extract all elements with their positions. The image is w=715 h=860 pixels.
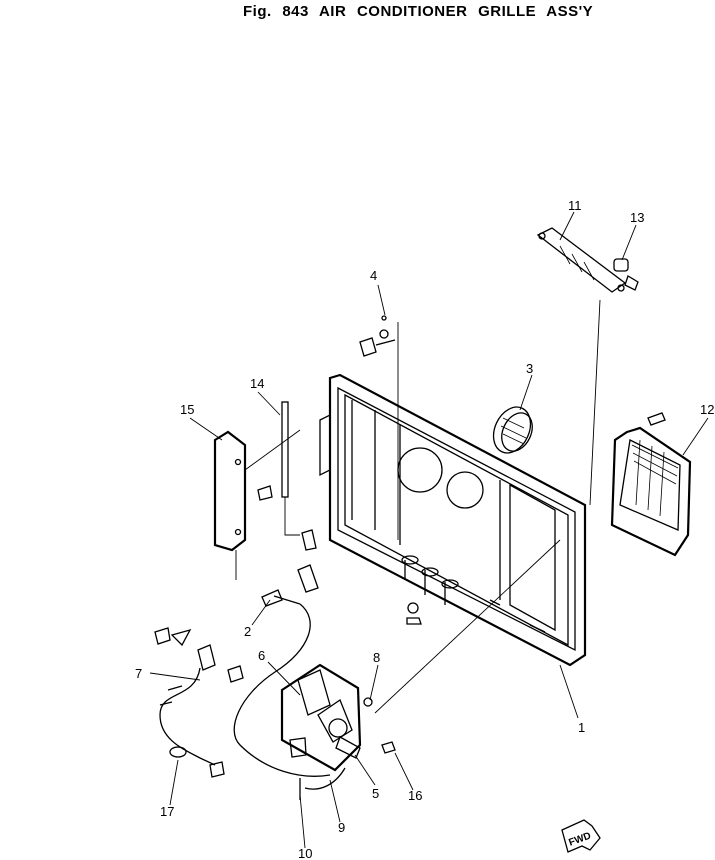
callout-10: 10 (298, 846, 312, 860)
rod (281, 401, 300, 536)
side-grille (610, 412, 692, 557)
callout-14: 14 (250, 376, 264, 391)
callout-3: 3 (526, 361, 533, 376)
callout-17: 17 (160, 804, 174, 819)
callout-6: 6 (258, 648, 265, 663)
callout-1: 1 (578, 720, 585, 735)
callout-13: 13 (630, 210, 644, 225)
upper-plate (536, 227, 627, 293)
callout-8: 8 (373, 650, 380, 665)
callout-4: 4 (370, 268, 377, 283)
callout-9: 9 (338, 820, 345, 835)
round-vent (492, 406, 533, 454)
forward-arrow-icon: FWD (561, 819, 601, 853)
callout-2: 2 (244, 624, 251, 639)
callout-5: 5 (372, 786, 379, 801)
bracket (233, 589, 331, 777)
callout-16: 16 (408, 788, 422, 803)
leader-lines (149, 211, 709, 849)
bolt-stack (297, 315, 422, 625)
callout-15: 15 (180, 402, 194, 417)
figure-title: Fig. 843 AIR CONDITIONER GRILLE ASS'Y (243, 3, 594, 20)
callout-12: 12 (700, 402, 714, 417)
wire-harness (154, 627, 346, 800)
fwd-label: FWD (567, 831, 592, 849)
callout-7: 7 (135, 666, 142, 681)
cap-nut (613, 258, 639, 291)
grille-frame (319, 373, 587, 667)
control-unit (227, 663, 396, 772)
callout-11: 11 (568, 198, 582, 213)
door-panel (213, 430, 273, 580)
